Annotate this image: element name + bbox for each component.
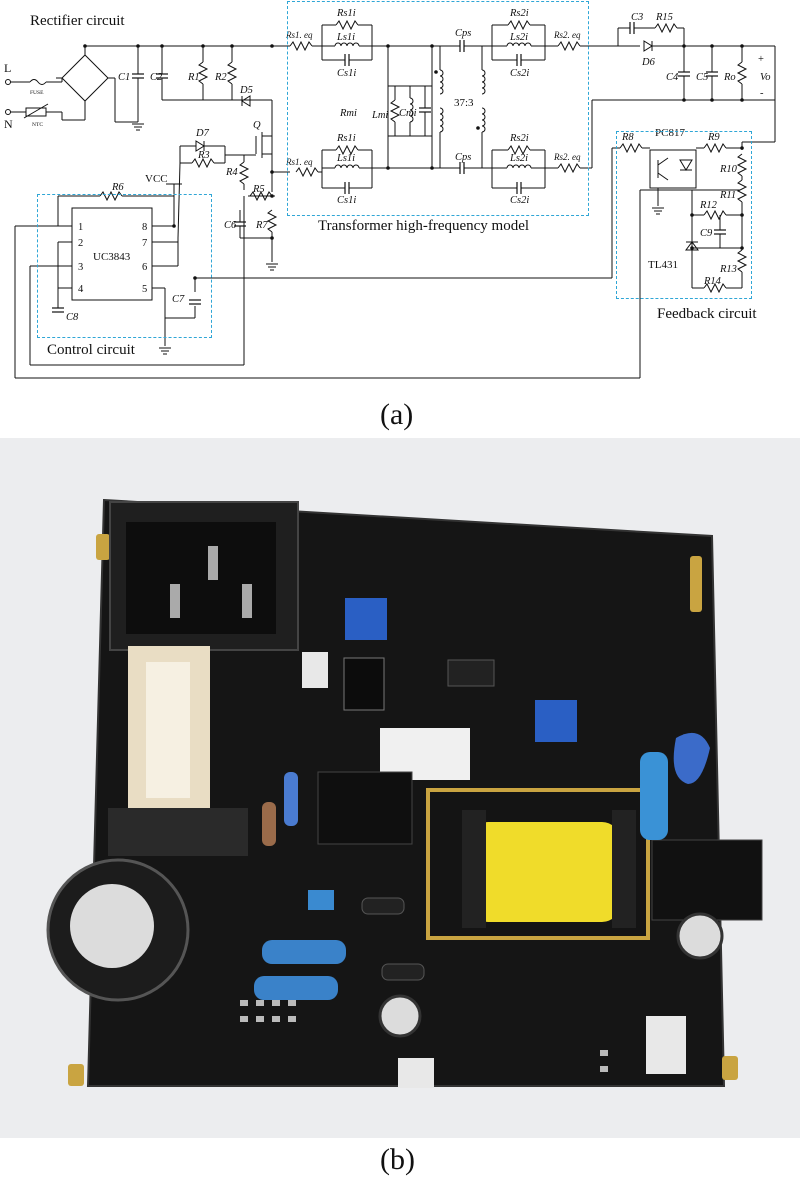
label-pin3: 3 [78,262,83,273]
label-Rs1eq-top: Rs1. eq [285,30,313,40]
label-pin8: 8 [142,222,147,233]
rectifier-circuit-label: Rectifier circuit [30,13,125,29]
label-Cmi: Cmi [399,108,417,119]
transformer-model-box [287,1,589,216]
label-R10: R10 [719,164,738,175]
label-VCC: VCC [145,173,168,185]
label-pin6: 6 [142,262,147,273]
label-C4: C4 [666,72,679,83]
control-circuit-box [37,194,212,338]
label-D6: D6 [641,57,656,68]
label-R15: R15 [655,12,673,23]
label-Cs2i-top: Cs2i [510,68,529,79]
transformer-model-label: Transformer high-frequency model [318,218,530,234]
label-D7: D7 [195,128,210,139]
label-Rs1i-bot: Rs1i [336,133,356,144]
label-Rs2i-top: Rs2i [509,8,529,19]
label-C3: C3 [631,12,643,23]
circuit-schematic: L N FUSE NTC C1 C2 R1 R2 D5 Q D7 R3 R4 R… [4,8,776,379]
label-C1: C1 [118,72,130,83]
label-Cs1i-bot: Cs1i [337,195,356,206]
label-Cps-top: Cps [455,28,471,39]
label-R14: R14 [703,276,722,287]
label-R4: R4 [225,167,238,178]
label-N: N [4,117,13,131]
label-Cs2i-bot: Cs2i [510,195,529,206]
label-Cs1i-top: Cs1i [337,68,356,79]
label-R5: R5 [252,184,265,195]
label-Ls2i-bot: Ls2i [509,153,528,164]
label-R3: R3 [197,150,210,161]
label-pin2: 2 [78,238,83,249]
label-ratio: 37:3 [454,97,474,109]
label-pin1: 1 [78,222,83,233]
label-Rs1eq-bot: Rs1. eq [285,157,313,167]
caption-b: (b) [380,1143,415,1176]
feedback-circuit-box [616,131,752,299]
label-R12: R12 [699,200,718,211]
label-R8: R8 [621,132,634,143]
feedback-circuit-label: Feedback circuit [657,306,757,322]
label-Ls1i-bot: Ls1i [336,153,355,164]
label-TL431: TL431 [648,259,678,271]
label-Vo: Vo [760,72,771,83]
label-ic: UC3843 [93,251,131,263]
label-Rs1i-top: Rs1i [336,8,356,19]
label-ntc: NTC [32,122,43,128]
label-Rs2i-bot: Rs2i [509,133,529,144]
label-Rmi: Rmi [339,108,357,119]
caption-a: (a) [380,398,414,431]
label-C8: C8 [66,312,79,323]
label-Ls1i-top: Ls1i [336,32,355,43]
label-Ls2i-top: Ls2i [509,32,528,43]
label-R6: R6 [111,182,124,193]
label-R9: R9 [707,132,720,143]
label-R1: R1 [187,72,200,83]
label-R13: R13 [719,264,737,275]
control-circuit-label: Control circuit [47,342,135,358]
label-Rs2eq-top: Rs2. eq [553,30,581,40]
label-Lmi: Lmi [371,110,388,121]
label-Ro: Ro [723,72,736,83]
label-Q: Q [253,120,261,131]
label-C6: C6 [224,220,237,231]
label-R11: R11 [719,190,736,201]
label-pin5: 5 [142,284,147,295]
label-PC817: PC817 [655,127,685,139]
label-R7: R7 [255,220,268,231]
label-Cps-bot: Cps [455,152,471,163]
pcb-photo [0,438,800,1138]
label-C5: C5 [696,72,708,83]
label-pin7: 7 [142,238,147,249]
label-C7: C7 [172,294,185,305]
label-plus: + [758,54,764,65]
label-fuse: FUSE [30,90,44,96]
label-R2: R2 [214,72,227,83]
label-C9: C9 [700,228,713,239]
label-D5: D5 [239,85,253,96]
label-minus: - [760,88,764,99]
label-Rs2eq-bot: Rs2. eq [553,152,581,162]
label-pin4: 4 [78,284,84,295]
label-C2: C2 [150,72,163,83]
label-L: L [4,61,11,75]
